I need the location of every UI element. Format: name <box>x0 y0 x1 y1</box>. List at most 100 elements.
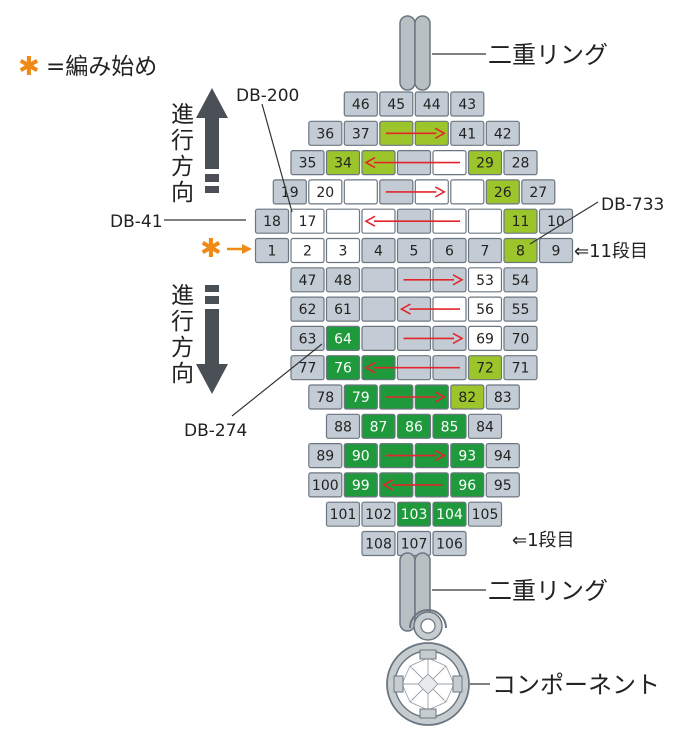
bead-number: 79 <box>352 390 370 406</box>
bead-number: 99 <box>352 478 370 494</box>
bead-cell <box>432 530 467 557</box>
bead-1: 1 <box>254 237 290 264</box>
bead-cell <box>361 325 396 351</box>
bottom-ring-label: 二重リング <box>488 577 608 605</box>
bead-cell <box>343 120 378 146</box>
bead-9: 9 <box>538 237 574 264</box>
bead-69: 69 <box>467 325 503 351</box>
bead-95: 95 <box>485 472 520 498</box>
top-double-ring-icon <box>399 15 431 91</box>
bead-number: 10 <box>547 214 565 230</box>
bead-number: 4 <box>374 244 383 260</box>
bead-number: 17 <box>299 214 317 230</box>
bead-cell <box>467 413 503 439</box>
bead-number: 78 <box>316 390 334 406</box>
bead-79: 79 <box>343 384 378 410</box>
bead-cell <box>379 91 414 117</box>
thread-arrow-head-icon <box>434 449 446 462</box>
bead-cell <box>343 472 378 498</box>
direction-down-char-1: 進 <box>171 283 194 309</box>
thread-arrow-head-icon <box>364 215 376 227</box>
bead-47: 47 <box>290 267 325 293</box>
bead-number: 88 <box>334 419 352 435</box>
bead-89: 89 <box>308 443 343 469</box>
bead-17: 17 <box>290 208 325 234</box>
start-star-marker-icon: ✱ <box>200 234 222 264</box>
bead-cell <box>450 472 485 498</box>
bead-number: 19 <box>281 185 299 201</box>
bead-cell <box>290 208 325 234</box>
thread-arrow-head-icon <box>434 127 446 139</box>
bead-cell <box>325 501 361 527</box>
bead-number: 1 <box>268 244 277 260</box>
bead-number: 100 <box>312 478 339 494</box>
bead-cell <box>343 91 378 117</box>
bead-54: 54 <box>503 267 538 293</box>
bead-6: 6 <box>432 237 467 264</box>
thread-arrow-head-icon <box>434 186 446 198</box>
row-11-label: ⇐11段目 <box>574 241 648 262</box>
bead-cell <box>308 120 343 146</box>
bead-number: 9 <box>552 244 561 260</box>
bead-number: 29 <box>476 156 494 172</box>
bead-number: 44 <box>423 97 441 113</box>
thread-arrow-head-icon <box>452 332 464 345</box>
bead-43: 43 <box>450 91 485 117</box>
bead-number: 63 <box>299 331 317 347</box>
direction-up-char-1: 進 <box>171 102 194 128</box>
bead-cell <box>361 530 396 557</box>
db733-label: DB-733 <box>601 195 664 215</box>
bead-90: 90 <box>343 443 378 469</box>
bead-48: 48 <box>325 267 361 293</box>
bead-cell <box>325 413 361 439</box>
bead-85: 85 <box>432 413 467 439</box>
bead-10: 10 <box>538 208 574 234</box>
bead-44: 44 <box>414 91 449 117</box>
bead-number: 18 <box>263 214 281 230</box>
db41-label: DB-41 <box>110 212 163 232</box>
bead-70: 70 <box>503 325 538 351</box>
bead-83: 83 <box>485 384 520 410</box>
bead-41: 41 <box>450 120 485 146</box>
bead-37: 37 <box>343 120 378 146</box>
bead <box>343 179 378 205</box>
bead-20: 20 <box>308 179 343 205</box>
bead-number: 43 <box>458 97 476 113</box>
bead-cell <box>290 237 325 264</box>
db200-leader-line <box>261 103 293 213</box>
bead-46: 46 <box>343 91 378 117</box>
bead <box>361 296 396 322</box>
bead-104: 104 <box>432 501 467 527</box>
top-ring-label: 二重リング <box>488 41 608 69</box>
bead-72: 72 <box>467 355 503 381</box>
bead-cell <box>361 501 396 527</box>
bead-cell <box>343 443 378 469</box>
rhinestone-component-icon <box>386 609 470 726</box>
bead-cell <box>254 237 290 264</box>
direction-up-char-2: 行 <box>171 128 194 154</box>
bead-number: 11 <box>512 214 530 230</box>
bead-78: 78 <box>308 384 343 410</box>
bead-number: 101 <box>330 507 357 523</box>
bead-3: 3 <box>325 237 361 264</box>
bead-cell <box>432 413 467 439</box>
bead-cell <box>308 384 343 410</box>
bead-number: 87 <box>370 419 388 435</box>
start-marker: ✱ <box>200 234 252 264</box>
bead-93: 93 <box>450 443 485 469</box>
bead-number: 103 <box>401 507 428 523</box>
bead-cell <box>290 150 325 176</box>
bead-82: 82 <box>450 384 485 410</box>
bead-19: 19 <box>272 179 307 205</box>
bead-cell <box>485 443 520 469</box>
bead-cell <box>467 501 503 527</box>
bead-42: 42 <box>485 120 520 146</box>
bead-cell <box>485 120 520 146</box>
bead-5: 5 <box>396 237 432 264</box>
bead-cell <box>503 237 538 264</box>
bead-103: 103 <box>396 501 432 527</box>
bead-number: 48 <box>334 273 352 289</box>
bead-cell <box>361 267 396 293</box>
bead-71: 71 <box>503 355 538 381</box>
bead-number: 84 <box>476 419 494 435</box>
